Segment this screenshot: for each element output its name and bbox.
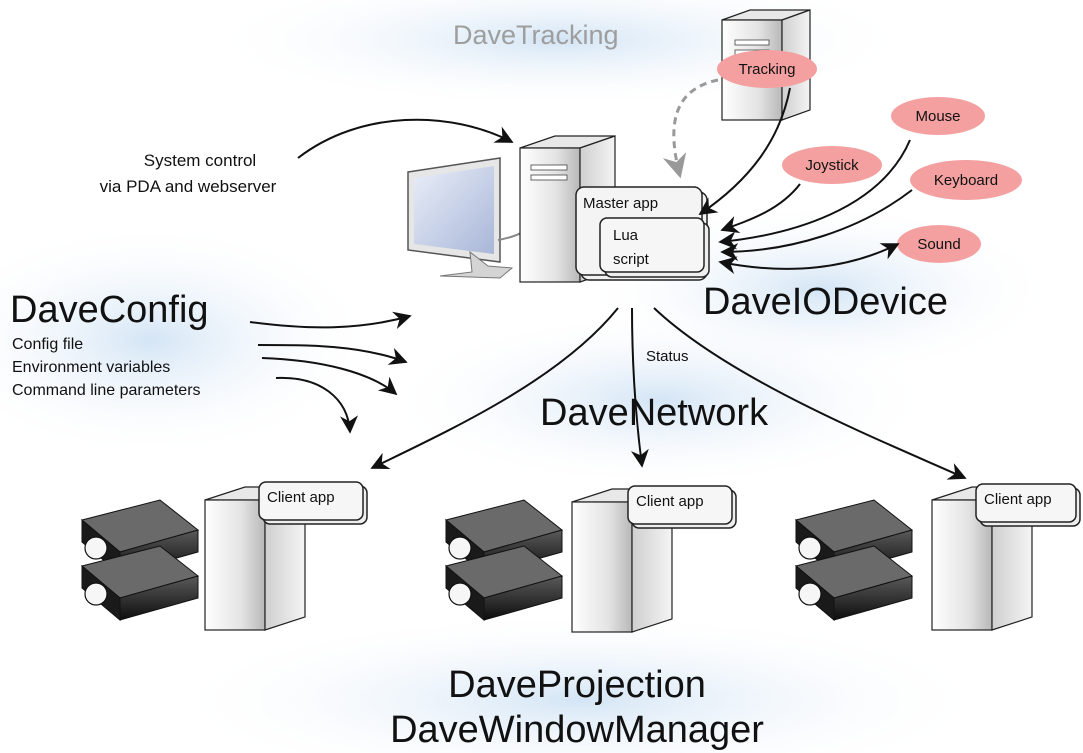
monitor-icon [407, 157, 529, 279]
client-cluster-3: Client app [794, 483, 1081, 631]
keyboard-pill: Keyboard [910, 160, 1022, 200]
status-label: Status [646, 348, 689, 365]
keyboard-pill-label: Keyboard [934, 172, 998, 189]
tracking-arrow [698, 87, 791, 216]
projector-icon [444, 545, 564, 622]
network-glow [380, 310, 940, 490]
sound-pill-label: Sound [917, 236, 960, 253]
client-app-label: Client app [267, 489, 335, 506]
config-arrow-4 [275, 376, 359, 434]
joystick-arrow [720, 183, 801, 234]
network-title: DaveNetwork [540, 392, 769, 434]
config-arrow-1 [249, 311, 412, 330]
config-title: DaveConfig [10, 289, 209, 331]
client-cluster-2: Client app [444, 485, 737, 633]
tracking-dashed-arrow [662, 78, 719, 179]
config-item: Command line parameters [12, 382, 201, 399]
mouse-arrow [718, 139, 911, 250]
tracking-pill-label: Tracking [739, 61, 796, 78]
lua-script-label: Lua [613, 227, 639, 244]
network-arrow-left [370, 307, 619, 469]
network-arrow-center [630, 307, 649, 468]
client-app-box: Client app [258, 481, 368, 525]
tracking-glow [200, 0, 920, 110]
client-app-box: Client app [627, 485, 737, 529]
joystick-pill-label: Joystick [805, 157, 859, 174]
client-app-label: Client app [636, 493, 704, 510]
tracking-pill: Tracking [717, 50, 817, 88]
iodevice-title: DaveIODevice [703, 281, 948, 323]
tracking-title: DaveTracking [453, 20, 619, 50]
projector-icon [80, 545, 200, 622]
client-app-box: Client app [975, 483, 1081, 527]
projection-title: DaveProjection [448, 664, 706, 706]
config-glow [0, 220, 380, 460]
config-item: Config file [12, 336, 83, 353]
client-cluster-1: Client app [80, 481, 368, 631]
system-control-label: System control [144, 151, 256, 170]
master-app-label: Master app [583, 195, 658, 212]
config-arrow-3 [261, 357, 398, 396]
system-control-arrow [297, 118, 514, 159]
config-item: Environment variables [12, 359, 170, 376]
lua-script-box: Lua script [599, 217, 710, 278]
mouse-pill-label: Mouse [915, 108, 960, 125]
network-arrow-right [653, 307, 967, 480]
projection-glow [160, 610, 1000, 753]
config-arrow-2 [257, 344, 408, 365]
mouse-pill: Mouse [891, 97, 985, 135]
projector-icon [794, 545, 914, 622]
joystick-pill: Joystick [782, 146, 882, 184]
window-manager-title: DaveWindowManager [390, 709, 764, 751]
lua-script-label-line2: script [613, 251, 650, 268]
system-control-sublabel: via PDA and webserver [100, 177, 277, 196]
sound-arrow [718, 243, 900, 274]
client-app-label: Client app [984, 491, 1052, 508]
sound-pill: Sound [897, 225, 981, 263]
